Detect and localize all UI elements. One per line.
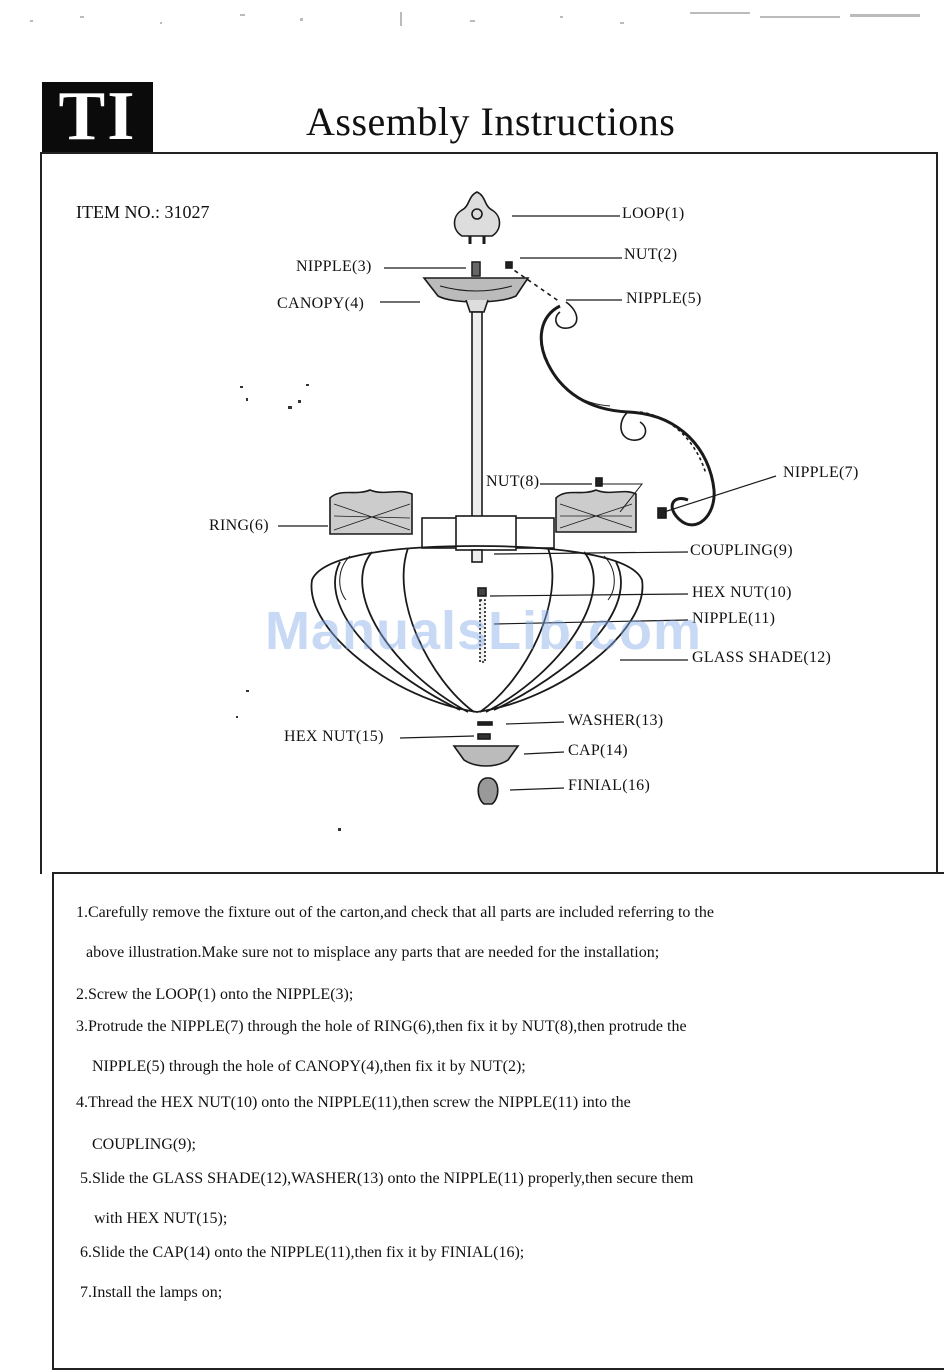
label-nipple-7: NIPPLE(7) (783, 464, 859, 481)
fixture-exploded-diagram (236, 191, 777, 831)
page-title: Assembly Instructions (306, 99, 676, 144)
step-1-line-2: above illustration.Make sure not to misp… (86, 944, 660, 961)
label-hex-nut-15: HEX NUT(15) (284, 728, 384, 745)
label-nut-8: NUT(8) (486, 473, 540, 490)
label-nipple-3: NIPPLE(3) (296, 258, 372, 275)
label-glass-shade-12: GLASS SHADE(12) (692, 649, 832, 666)
ring-right (555, 489, 637, 533)
label-nipple-11: NIPPLE(11) (692, 610, 776, 627)
brand-logo: TI (42, 82, 153, 152)
step-3-line-1: 3.Protrude the NIPPLE(7) through the hol… (76, 1018, 687, 1035)
label-canopy-4: CANOPY(4) (277, 295, 365, 312)
item-number: ITEM NO.: 31027 (76, 202, 210, 222)
label-ring-6: RING(6) (209, 517, 269, 534)
scan-noise (30, 12, 920, 26)
label-cap-14: CAP(14) (568, 742, 628, 759)
step-3-line-2: NIPPLE(5) through the hole of CANOPY(4),… (92, 1058, 526, 1075)
step-4-line-1: 4.Thread the HEX NUT(10) onto the NIPPLE… (76, 1094, 631, 1111)
step-6: 6.Slide the CAP(14) onto the NIPPLE(11),… (80, 1244, 525, 1261)
instructions-frame (52, 872, 944, 1370)
label-nut-2: NUT(2) (624, 246, 678, 263)
label-hex-nut-10: HEX NUT(10) (692, 584, 792, 601)
step-4-line-2: COUPLING(9); (92, 1136, 196, 1153)
label-washer-13: WASHER(13) (568, 712, 664, 729)
step-2: 2.Screw the LOOP(1) onto the NIPPLE(3); (76, 986, 354, 1003)
step-7: 7.Install the lamps on; (80, 1284, 223, 1301)
step-1-line-1: 1.Carefully remove the fixture out of th… (76, 904, 714, 921)
diagram-frame (40, 152, 938, 874)
label-nipple-5: NIPPLE(5) (626, 290, 702, 307)
label-coupling-9: COUPLING(9) (690, 542, 793, 559)
step-5-line-2: with HEX NUT(15); (94, 1210, 228, 1227)
ring-left (329, 489, 413, 535)
arm-part (539, 301, 716, 527)
step-5-line-1: 5.Slide the GLASS SHADE(12),WASHER(13) o… (80, 1170, 694, 1187)
loop-part (453, 191, 501, 244)
watermark: ManualsLib.com (265, 601, 703, 661)
glass-shade-part (310, 545, 644, 713)
canopy-part (422, 277, 530, 313)
label-finial-16: FINIAL(16) (568, 777, 651, 794)
label-loop: LOOP(1) (622, 205, 685, 222)
